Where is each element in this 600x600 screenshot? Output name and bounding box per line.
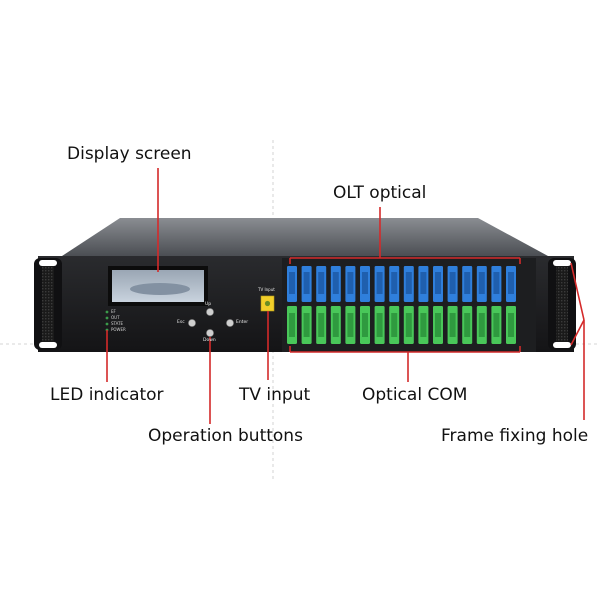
esc-button-label: Esc [177,320,185,325]
com-port-socket [391,313,398,337]
tv-input-label: TV Input [258,287,275,292]
com-port-socket [332,313,339,337]
callout-tv-input: TV input [239,385,311,405]
com-port-socket [508,313,514,337]
olt-port-socket [362,272,368,294]
led-label-power: POWER [111,327,126,332]
enter-button[interactable] [226,319,234,327]
olt-port-socket [318,272,325,294]
led-label-state: STATE [111,321,124,326]
com-port-socket [464,313,471,337]
com-port-socket [318,313,325,337]
com-port-socket [347,313,354,337]
olt-port-socket [478,272,485,294]
callout-led-indicator: LED indicator [50,385,164,405]
com-port-socket [376,313,383,337]
enter-button-label: Enter [236,320,249,325]
esc-button[interactable] [188,319,196,327]
callout-frame-fixing-hole: Frame fixing hole [441,426,589,446]
olt-port-socket [332,272,339,294]
led-state [105,322,109,326]
led-label-out: OUT [111,315,120,320]
up-button-label: Up [205,302,212,307]
chassis-top [62,218,548,256]
frame-hole-top-left [39,260,57,266]
frame-hole-bottom-left [39,342,57,348]
olt-port-socket [508,272,514,294]
com-port-socket [420,313,427,337]
callout-optical-com: Optical COM [362,385,468,405]
olt-port-socket [303,272,310,294]
frame-hole-top-right [553,260,571,266]
led-ef [105,310,109,314]
olt-port-socket [420,272,427,294]
up-button[interactable] [206,308,214,316]
com-port-socket [493,313,500,337]
down-button[interactable] [206,329,214,337]
com-port-socket [435,313,441,337]
callout-olt-optical: OLT optical [333,183,427,203]
com-port-socket [405,313,412,337]
com-port-socket [478,313,485,337]
olt-port-socket [405,272,412,294]
callout-display-screen: Display screen [67,144,192,164]
frame-hole-bottom-right [553,342,571,348]
callout-operation-buttons: Operation buttons [148,426,303,446]
olt-port-socket [347,272,354,294]
com-port-socket [303,313,310,337]
led-label-ef: EF [111,309,116,314]
com-port-socket [289,313,295,337]
com-port-socket [449,313,456,337]
com-port-socket [362,313,368,337]
olt-port-socket [376,272,383,294]
olt-port-socket [435,272,441,294]
olt-port-socket [449,272,456,294]
olt-port-socket [493,272,500,294]
down-button-label: Down [203,338,216,343]
led-out [105,316,109,320]
olt-port-socket [464,272,471,294]
olt-port-socket [391,272,398,294]
olt-port-socket [289,272,295,294]
